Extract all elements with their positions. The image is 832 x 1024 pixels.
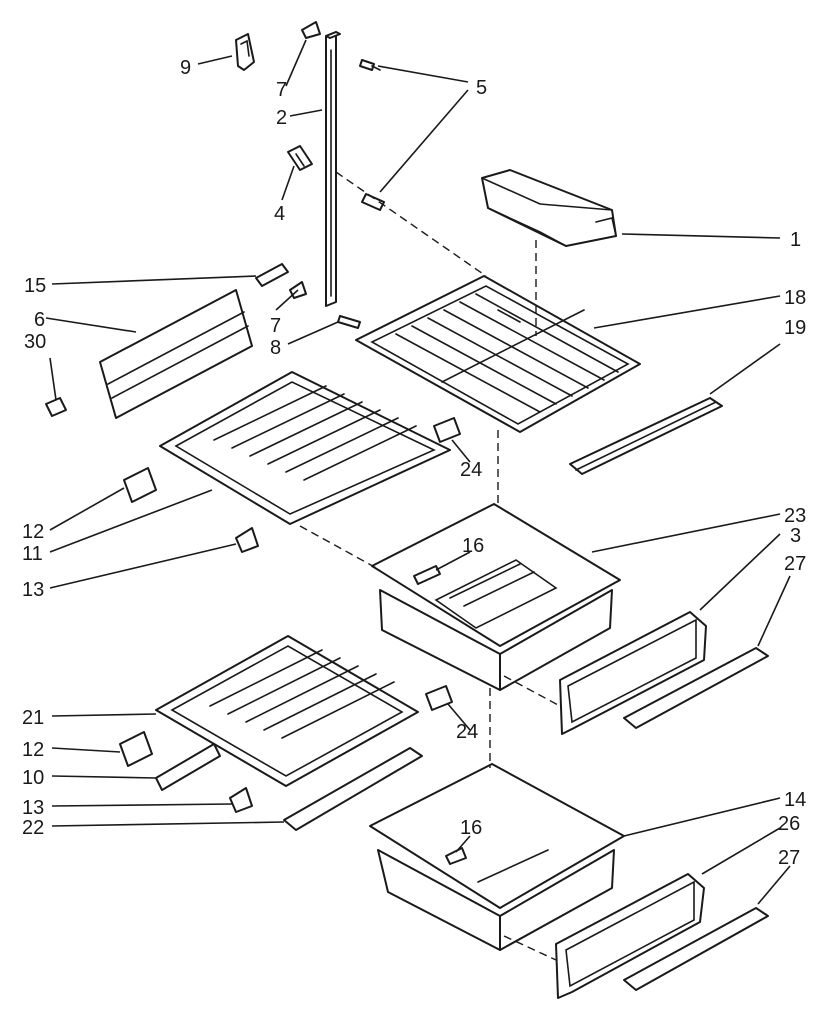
callout-11: 11 [22, 543, 43, 565]
callout-16: 16 [462, 535, 484, 557]
part-8-screw [337, 315, 361, 329]
callout-6: 6 [34, 309, 45, 331]
callout-23: 23 [784, 505, 806, 527]
part-21-shelf-lower [155, 635, 419, 787]
part-6-bracket [99, 289, 253, 419]
callout-7: 7 [270, 315, 281, 337]
leader-lines [45, 39, 791, 905]
part-24-endcap-lower [425, 685, 453, 711]
alignment-lines [299, 171, 561, 961]
callout-8: 8 [270, 337, 281, 359]
callout-19: 19 [784, 317, 806, 339]
part-18-wire-shelf [355, 275, 641, 433]
callout-4: 4 [274, 203, 285, 225]
callout-1: 1 [790, 229, 801, 251]
part-3-front-upper [559, 611, 707, 735]
callout-15: 15 [24, 275, 46, 297]
callout-3: 3 [790, 525, 801, 547]
part-22-trim [283, 747, 423, 831]
part-4-roller [287, 145, 313, 171]
part-16-pin-upper [413, 565, 441, 585]
callout-21: 21 [22, 707, 44, 729]
callout-27: 27 [784, 553, 806, 575]
part-14-crisper-lower [369, 763, 625, 951]
callout-30: 30 [24, 331, 46, 353]
part-11-shelf-upper [159, 371, 451, 525]
callout-9: 9 [180, 57, 191, 79]
part-2-rail [325, 31, 341, 307]
part-27-trim-upper [623, 647, 769, 729]
part-12-clip-upper [123, 467, 157, 503]
part-12-clip-lower [119, 731, 153, 767]
callout-2: 2 [276, 107, 287, 129]
callout-16: 16 [460, 817, 482, 839]
part-26-front-lower [555, 873, 705, 999]
part-5-screw-top [359, 59, 381, 71]
part-15-pin [255, 263, 289, 287]
callout-18: 18 [784, 287, 806, 309]
part-5-screw-lower [361, 193, 385, 211]
callout-5: 5 [476, 77, 487, 99]
part-9-clip [235, 33, 255, 71]
part-13-clip-lower [229, 787, 253, 813]
callout-labels: 9 7 2 5 4 1 15 18 6 7 19 30 8 24 12 11 2… [22, 57, 806, 869]
callout-7: 7 [276, 79, 287, 101]
callout-24: 24 [456, 721, 478, 743]
part-7-cap-top [301, 21, 321, 39]
part-10-rail [155, 743, 221, 791]
callout-12: 12 [22, 521, 44, 543]
part-1-bin [481, 169, 617, 247]
callout-26: 26 [778, 813, 800, 835]
callout-13: 13 [22, 579, 44, 601]
part-24-endcap-upper [433, 417, 461, 443]
callout-10: 10 [22, 767, 44, 789]
callout-14: 14 [784, 789, 806, 811]
part-13-clip-upper [235, 527, 259, 553]
part-23-crisper-upper [371, 503, 621, 691]
part-19-trim [569, 397, 723, 475]
callout-24: 24 [460, 459, 482, 481]
part-27-trim-lower [623, 907, 769, 991]
part-30-fastener [45, 397, 67, 417]
callout-22: 22 [22, 817, 44, 839]
callout-12: 12 [22, 739, 44, 761]
callout-27: 27 [778, 847, 800, 869]
callout-13: 13 [22, 797, 44, 819]
